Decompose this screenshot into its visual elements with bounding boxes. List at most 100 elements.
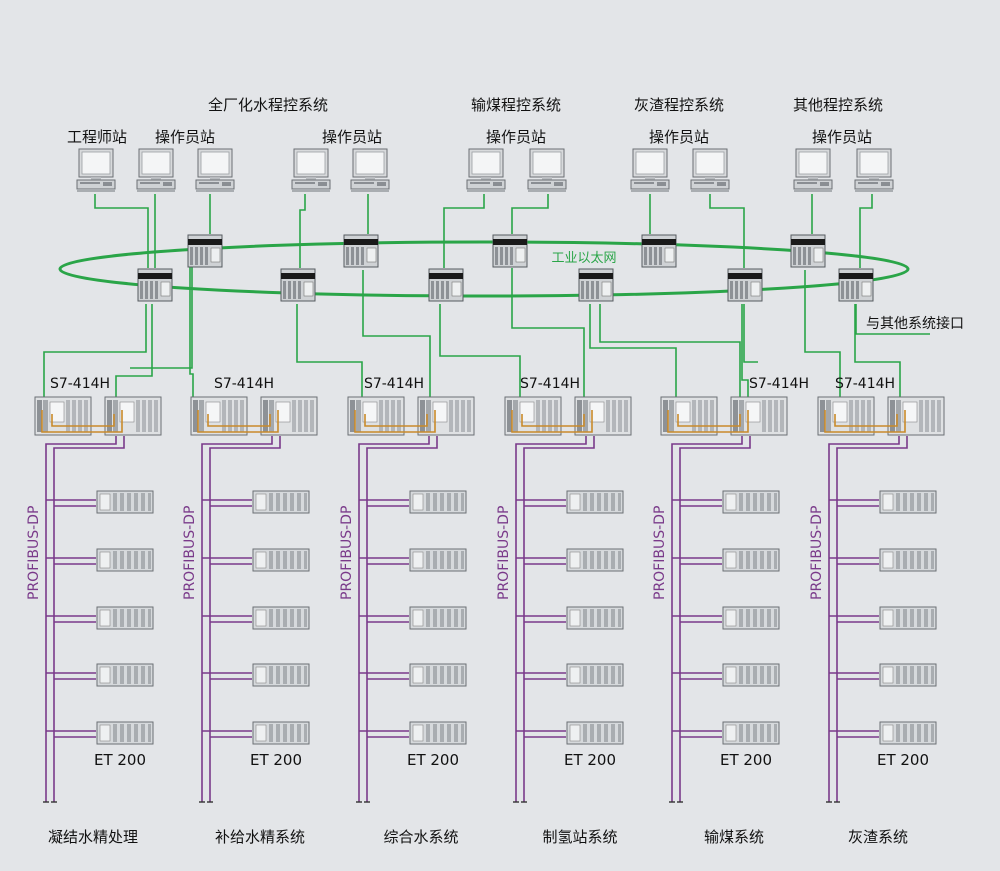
- plc-rack-icon: [34, 396, 92, 436]
- profibus-link: [836, 436, 908, 452]
- network-switch-icon: [727, 268, 763, 302]
- ash-control-label: 灰渣程控系统: [634, 96, 724, 114]
- computer-monitor-icon: [690, 148, 730, 193]
- operator-station-label: 操作员站: [812, 128, 872, 146]
- controller-label: S7-414H: [50, 376, 110, 392]
- subsystem-label: 综合水系统: [383, 828, 458, 846]
- network-switch-icon: [492, 234, 528, 268]
- computer-monitor-icon: [76, 148, 116, 193]
- computer-monitor-icon: [466, 148, 506, 193]
- et200-module-icon: [409, 721, 467, 745]
- network-switch-icon: [137, 268, 173, 302]
- profibus-segment: PROFIBUS-DP ET 200: [26, 436, 154, 803]
- computer-monitor-icon: [291, 148, 331, 193]
- et200-module-icon: [722, 606, 780, 630]
- ethernet-label: 工业以太网: [551, 251, 616, 266]
- profibus-link: [53, 436, 125, 452]
- plant-water-control-label: 全厂化水程控系统: [208, 96, 328, 114]
- computer-monitor-icon: [630, 148, 670, 193]
- operator-station-label: 操作员站: [322, 128, 382, 146]
- plc-rack-icon: [190, 396, 248, 436]
- network-switch-icon: [280, 268, 316, 302]
- profibus-link: [209, 436, 281, 452]
- network-switch-icon: [578, 268, 614, 302]
- et200-module-icon: [409, 606, 467, 630]
- profibus-segment: PROFIBUS-DP ET 200: [652, 436, 780, 803]
- subsystem-label: 灰渣系统: [848, 828, 908, 846]
- et200-module-icon: [566, 490, 624, 514]
- profibus-label: PROFIBUS-DP: [809, 506, 825, 600]
- et200-module-icon: [96, 663, 154, 687]
- interface-label: 与其他系统接口: [866, 315, 964, 332]
- profibus-label: PROFIBUS-DP: [496, 506, 512, 600]
- network-switch-icon: [428, 268, 464, 302]
- profibus-link: [515, 436, 587, 452]
- et200-module-icon: [722, 663, 780, 687]
- et200-module-icon: [879, 606, 937, 630]
- pc-stations: [76, 148, 894, 193]
- coal-control-label: 输煤程控系统: [471, 96, 561, 114]
- subsystem-label: 补给水精系统: [215, 828, 305, 846]
- et200-module-icon: [566, 721, 624, 745]
- profibus-link: [523, 436, 595, 452]
- profibus-label: PROFIBUS-DP: [652, 506, 668, 600]
- profibus-label: PROFIBUS-DP: [26, 506, 42, 600]
- network-switch-icon: [343, 234, 379, 268]
- et200-label: ET 200: [250, 751, 302, 769]
- controller-label: S7-414H: [364, 376, 424, 392]
- et200-label: ET 200: [564, 751, 616, 769]
- et200-label: ET 200: [94, 751, 146, 769]
- et200-module-icon: [96, 721, 154, 745]
- plc-rack-icon: [660, 396, 718, 436]
- et200-module-icon: [409, 548, 467, 572]
- et200-module-icon: [252, 490, 310, 514]
- redundancy-links: [41, 410, 906, 433]
- profibus-segment: PROFIBUS-DP ET 200: [182, 436, 310, 803]
- plc-racks: [34, 396, 945, 436]
- network-switch-icon: [838, 268, 874, 302]
- profibus-buses: PROFIBUS-DP ET 200 PROFIBUS-DP ET 200 PROFIB…: [26, 436, 937, 803]
- computer-monitor-icon: [136, 148, 176, 193]
- profibus-segment: PROFIBUS-DP ET 200: [809, 436, 937, 803]
- et200-module-icon: [252, 606, 310, 630]
- profibus-label: PROFIBUS-DP: [339, 506, 355, 600]
- et200-module-icon: [879, 721, 937, 745]
- subsystem-label: 输煤系统: [704, 828, 764, 846]
- operator-station-label: 操作员站: [155, 128, 215, 146]
- network-switch-icon: [790, 234, 826, 268]
- et200-module-icon: [566, 606, 624, 630]
- plc-rack-icon: [504, 396, 562, 436]
- et200-module-icon: [96, 490, 154, 514]
- controller-label: S7-414H: [835, 376, 895, 392]
- profibus-link: [828, 436, 900, 452]
- profibus-link: [366, 436, 438, 452]
- et200-label: ET 200: [877, 751, 929, 769]
- et200-module-icon: [566, 663, 624, 687]
- other-control-label: 其他程控系统: [793, 96, 883, 114]
- et200-label: ET 200: [720, 751, 772, 769]
- et200-module-icon: [252, 548, 310, 572]
- network-switch-icon: [187, 234, 223, 268]
- et200-module-icon: [409, 663, 467, 687]
- et200-module-icon: [722, 490, 780, 514]
- computer-monitor-icon: [793, 148, 833, 193]
- et200-module-icon: [722, 548, 780, 572]
- plc-rack-icon: [347, 396, 405, 436]
- et200-module-icon: [252, 721, 310, 745]
- operator-station-label: 操作员站: [486, 128, 546, 146]
- et200-module-icon: [252, 663, 310, 687]
- network-switch-icon: [641, 234, 677, 268]
- profibus-link: [671, 436, 743, 452]
- profibus-link: [358, 436, 430, 452]
- engineer-station-label: 工程师站: [67, 128, 127, 146]
- profibus-label: PROFIBUS-DP: [182, 506, 198, 600]
- profibus-link: [45, 436, 117, 452]
- profibus-link: [201, 436, 273, 452]
- controller-label: S7-414H: [214, 376, 274, 392]
- et200-module-icon: [409, 490, 467, 514]
- profibus-segment: PROFIBUS-DP ET 200: [496, 436, 624, 803]
- subsystem-label: 凝结水精处理: [48, 828, 138, 846]
- subsystem-label: 制氢站系统: [542, 828, 617, 846]
